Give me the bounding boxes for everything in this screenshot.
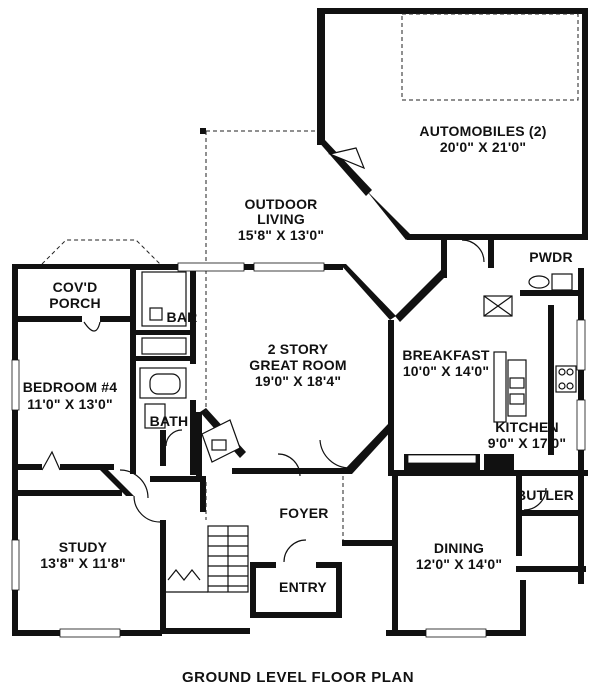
great-room-label-line1: 2 STORY [268, 341, 329, 357]
kitchen-dims: 9'0" X 17'0" [488, 435, 566, 451]
foyer-label: FOYER [279, 505, 328, 521]
windows [11, 262, 586, 638]
great-room-dims: 19'0" X 18'4" [255, 373, 341, 389]
outdoor-living-dims: 15'8" X 13'0" [238, 227, 324, 243]
butler-label: BUTLER [516, 487, 574, 503]
automobiles-dims: 20'0" X 21'0" [440, 139, 526, 155]
bath-label: BATH [150, 413, 189, 429]
great-room-label-line2: GREAT ROOM [249, 357, 346, 373]
study-dims: 13'8" X 11'8" [40, 555, 126, 571]
dining-label: DINING [434, 540, 484, 556]
plan-caption: GROUND LEVEL FLOOR PLAN [182, 669, 414, 686]
entry-label: ENTRY [279, 579, 327, 595]
dashed-lines [41, 13, 579, 540]
breakfast-label: BREAKFAST [402, 347, 490, 363]
covd-porch-label-line1: COV'D [53, 279, 98, 295]
bedroom-4-dims: 11'0" X 13'0" [27, 396, 113, 412]
outdoor-living-label-line2: LIVING [257, 211, 305, 227]
outdoor-living-label-line1: OUTDOOR [245, 196, 318, 212]
room-labels: AUTOMOBILES (2) 20'0" X 21'0" OUTDOOR LI… [23, 123, 574, 595]
bar-label: BAR [167, 309, 198, 325]
bedroom-4-label: BEDROOM #4 [23, 379, 118, 395]
kitchen-label: KITCHEN [495, 419, 559, 435]
automobiles-label: AUTOMOBILES (2) [419, 123, 546, 139]
covd-porch-label-line2: PORCH [49, 295, 101, 311]
fixtures [41, 147, 577, 593]
pwdr-label: PWDR [529, 249, 573, 265]
dining-dims: 12'0" X 14'0" [416, 556, 502, 572]
breakfast-dims: 10'0" X 14'0" [403, 363, 489, 379]
study-label: STUDY [59, 539, 108, 555]
